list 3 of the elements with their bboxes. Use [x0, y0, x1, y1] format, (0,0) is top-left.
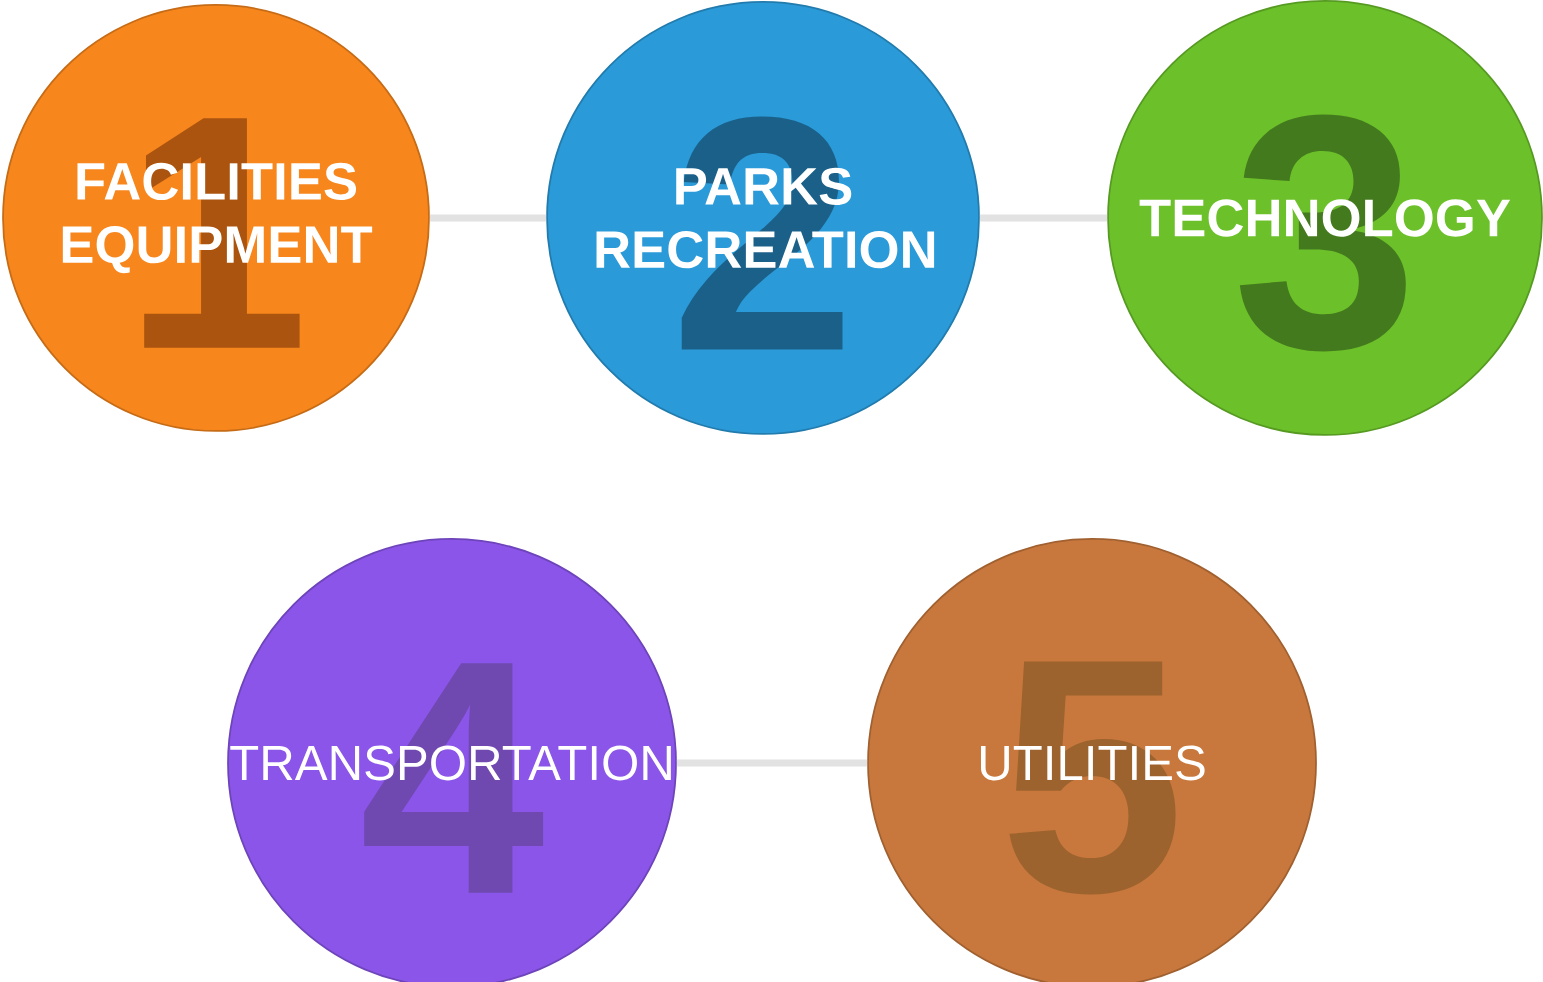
connector-line: [676, 759, 868, 767]
connector-line: [429, 214, 547, 222]
connector-line: [979, 214, 1108, 222]
